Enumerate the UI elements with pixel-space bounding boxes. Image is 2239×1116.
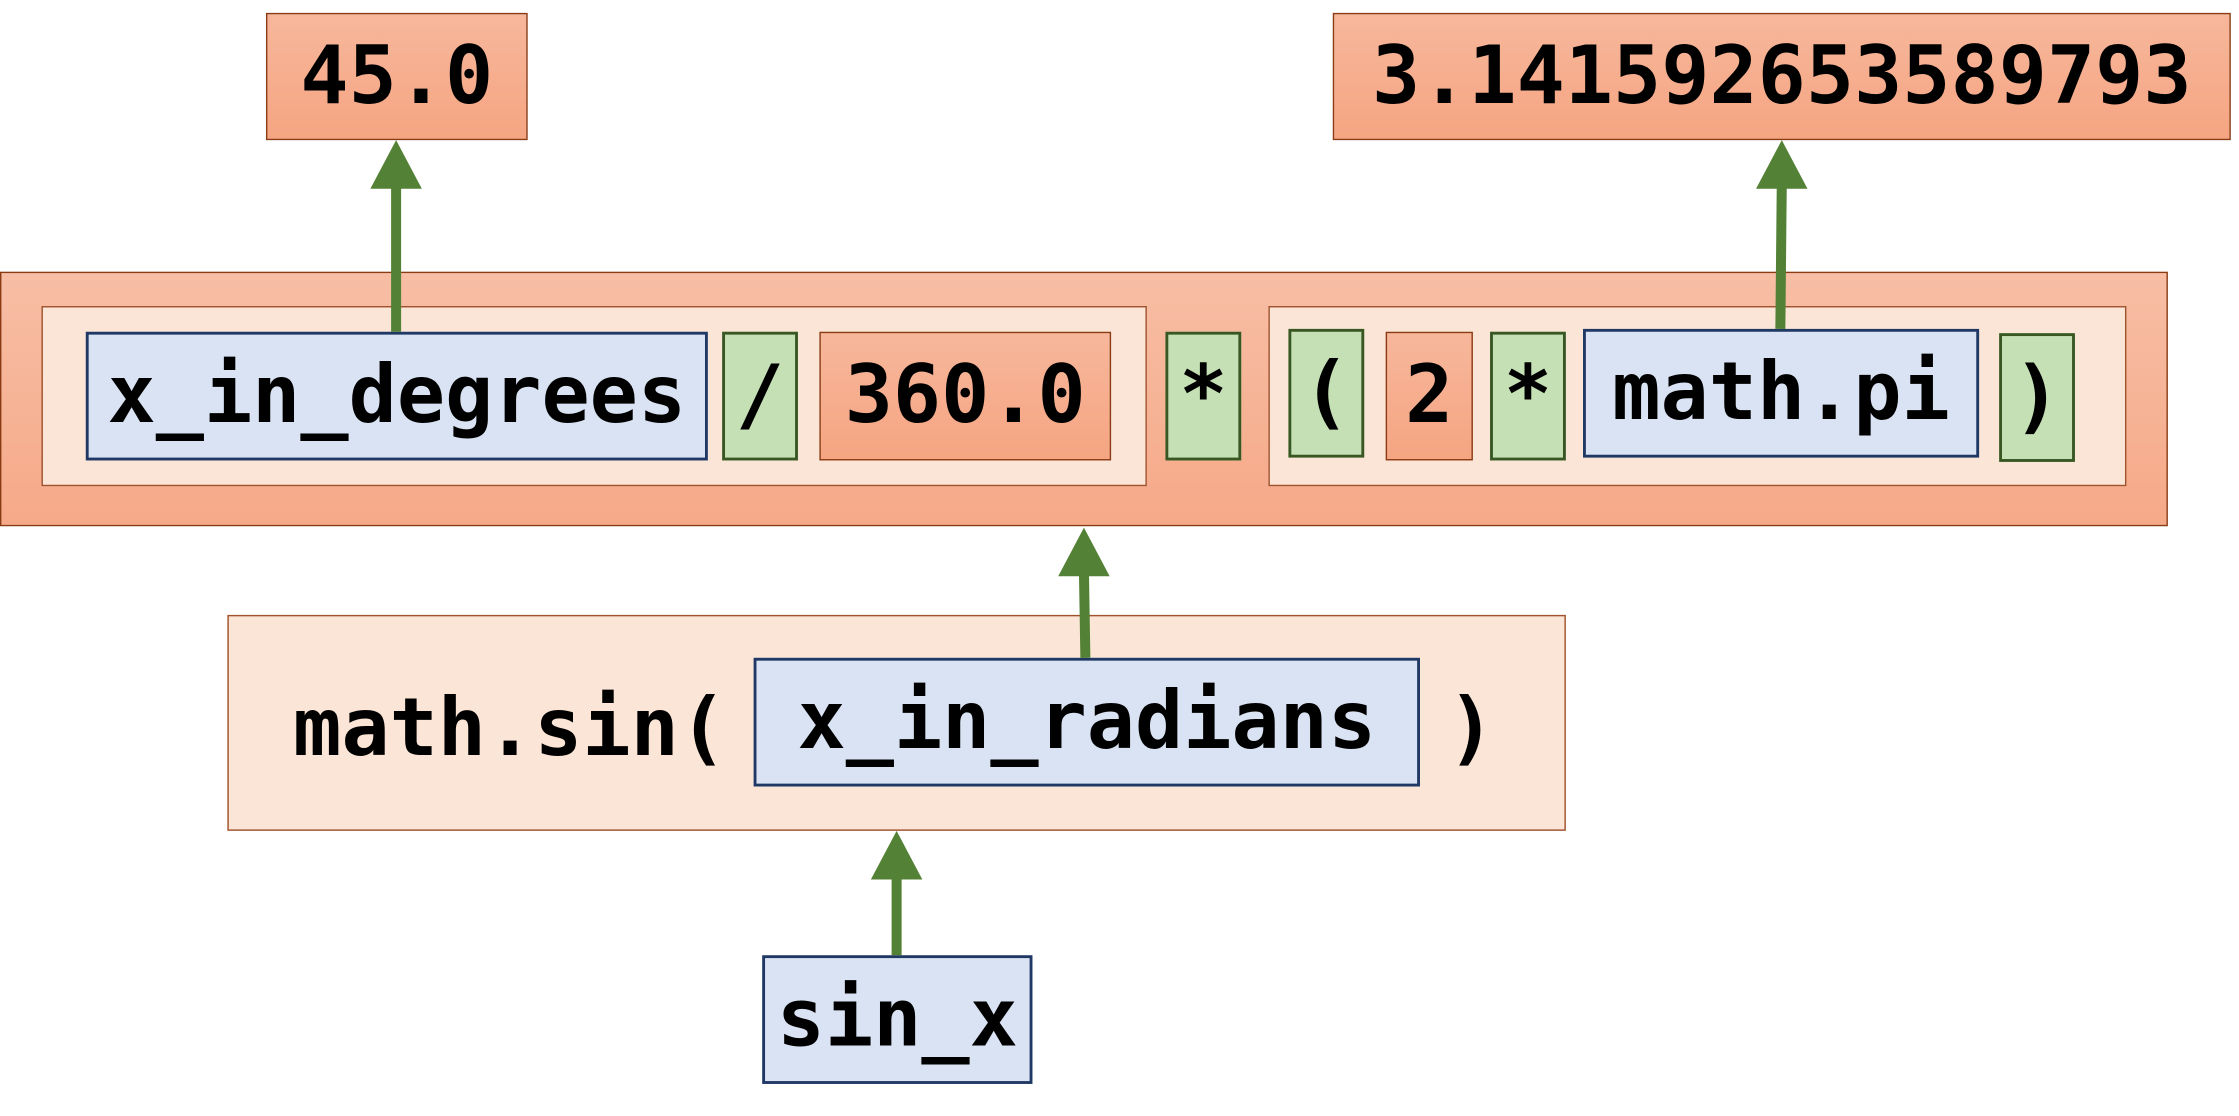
multiply-operator-text: *	[1179, 348, 1228, 442]
arrow-sinx-to-call	[870, 830, 923, 956]
function-call-close-text: )	[1447, 682, 1496, 776]
x-in-degrees-variable: x_in_degrees	[85, 331, 708, 461]
divisor-literal-text: 360.0	[844, 348, 1086, 442]
divide-operator-text: /	[735, 348, 785, 442]
divide-operator: /	[722, 331, 798, 461]
math-pi-text: math.pi	[1612, 346, 1950, 440]
function-call-open-text: math.sin(	[293, 682, 728, 776]
close-paren-operator: )	[1999, 333, 2075, 462]
open-paren-operator: (	[1288, 328, 1365, 458]
sin-x-text: sin_x	[776, 972, 1018, 1066]
arrow-degrees-to-value	[370, 140, 422, 332]
pi-value-box: 3.141592653589793	[1332, 12, 2231, 141]
multiply-operator: *	[1165, 331, 1242, 461]
math-pi-variable: math.pi	[1583, 328, 1980, 458]
arrow-pi-to-value	[1756, 140, 1808, 329]
inner-multiply-operator: *	[1490, 331, 1566, 461]
divisor-literal: 360.0	[819, 331, 1112, 461]
close-paren-text: )	[2012, 350, 2062, 444]
degrees-value-box: 45.0	[265, 12, 528, 141]
degrees-value-text: 45.0	[300, 29, 494, 123]
x-in-degrees-text: x_in_degrees	[107, 348, 687, 442]
inner-multiply-text: *	[1503, 348, 1553, 442]
sin-x-variable: sin_x	[762, 955, 1033, 1084]
arrow-radians-to-expression	[1058, 527, 1110, 658]
open-paren-text: (	[1302, 346, 1351, 440]
pi-value-text: 3.141592653589793	[1371, 29, 2192, 123]
two-literal-text: 2	[1405, 348, 1454, 442]
x-in-radians-text: x_in_radians	[797, 674, 1377, 768]
x-in-radians-variable: x_in_radians	[753, 657, 1420, 787]
two-literal: 2	[1385, 331, 1473, 461]
